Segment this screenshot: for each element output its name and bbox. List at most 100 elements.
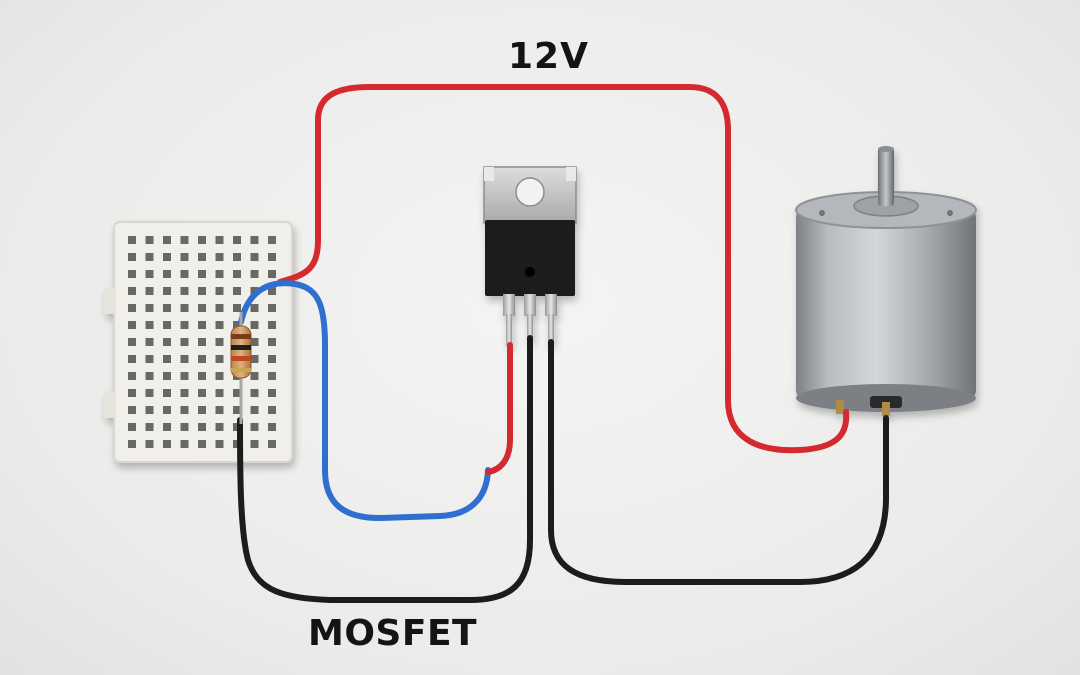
breadboard-hole [215, 304, 224, 312]
breadboard-hole [198, 423, 206, 431]
breadboard-hole [198, 253, 206, 261]
breadboard-hole [145, 338, 154, 346]
breadboard-hole [250, 355, 259, 363]
breadboard-hole [215, 236, 224, 244]
breadboard-hole [198, 321, 206, 329]
breadboard-hole [145, 287, 154, 295]
breadboard-hole [198, 270, 206, 278]
wire-signal-blue [238, 280, 491, 521]
breadboard-hole [180, 355, 189, 363]
breadboard-hole [128, 304, 136, 312]
breadboard-hole [268, 440, 276, 448]
breadboard-hole [163, 440, 171, 448]
breadboard-hole [233, 389, 241, 397]
breadboard-hole [163, 321, 171, 329]
breadboard-hole [128, 423, 136, 431]
breadboard-hole [163, 253, 171, 261]
breadboard-hole [180, 304, 189, 312]
breadboard-hole [163, 389, 171, 397]
breadboard-hole [180, 253, 189, 261]
breadboard-hole [268, 304, 276, 312]
breadboard-hole [268, 236, 276, 244]
breadboard-hole [250, 304, 259, 312]
breadboard-hole [268, 321, 276, 329]
breadboard-holes [128, 236, 276, 448]
resistor-icon [230, 312, 252, 424]
breadboard-hole [250, 389, 259, 397]
breadboard-hole [215, 321, 224, 329]
breadboard-hole [233, 287, 241, 295]
breadboard-hole [128, 355, 136, 363]
breadboard-hole [145, 423, 154, 431]
breadboard-hole [250, 423, 259, 431]
breadboard-hole [233, 270, 241, 278]
breadboard-hole [128, 321, 136, 329]
breadboard-hole [268, 338, 276, 346]
wire-ground-black [237, 335, 533, 603]
breadboard-icon [104, 221, 293, 463]
breadboard-hole [233, 423, 241, 431]
breadboard-hole [128, 236, 136, 244]
breadboard-hole [250, 338, 259, 346]
breadboard-hole [198, 389, 206, 397]
wire-12v-red [277, 84, 850, 454]
breadboard-hole [180, 236, 189, 244]
breadboard-hole [198, 372, 206, 380]
breadboard-hole [180, 338, 189, 346]
breadboard-hole [268, 389, 276, 397]
breadboard-hole [268, 270, 276, 278]
wire-gate-red [485, 342, 513, 475]
breadboard-hole [233, 304, 241, 312]
breadboard-hole [128, 372, 136, 380]
breadboard-hole [145, 389, 154, 397]
breadboard-hole [268, 355, 276, 363]
breadboard-hole [128, 253, 136, 261]
breadboard-hole [268, 372, 276, 380]
breadboard-hole [250, 372, 259, 380]
breadboard-hole [268, 287, 276, 295]
breadboard-hole [215, 406, 224, 414]
breadboard-hole [163, 372, 171, 380]
breadboard-hole [128, 270, 136, 278]
breadboard-hole [128, 287, 136, 295]
breadboard-hole [268, 253, 276, 261]
breadboard-hole [215, 287, 224, 295]
breadboard-hole [233, 253, 241, 261]
breadboard-hole [163, 236, 171, 244]
breadboard-hole [198, 406, 206, 414]
breadboard-hole [128, 338, 136, 346]
breadboard-hole [128, 406, 136, 414]
breadboard-hole [250, 236, 259, 244]
breadboard-hole [215, 372, 224, 380]
breadboard-hole [180, 287, 189, 295]
breadboard-hole [128, 440, 136, 448]
breadboard-hole [145, 355, 154, 363]
breadboard-hole [250, 406, 259, 414]
breadboard-hole [145, 440, 154, 448]
breadboard-hole [233, 440, 241, 448]
breadboard-hole [145, 253, 154, 261]
breadboard-hole [268, 423, 276, 431]
breadboard-hole [233, 321, 241, 329]
breadboard-hole [145, 321, 154, 329]
breadboard-hole [250, 253, 259, 261]
breadboard-hole [233, 236, 241, 244]
breadboard-hole [180, 389, 189, 397]
breadboard-hole [145, 270, 154, 278]
breadboard-hole [233, 406, 241, 414]
breadboard-hole [215, 338, 224, 346]
breadboard-hole [215, 423, 224, 431]
breadboard-hole [163, 423, 171, 431]
breadboard-hole [198, 287, 206, 295]
breadboard-hole [180, 406, 189, 414]
breadboard-hole [215, 253, 224, 261]
breadboard-hole [198, 355, 206, 363]
breadboard-hole [215, 355, 224, 363]
breadboard-hole [215, 389, 224, 397]
breadboard-hole [145, 304, 154, 312]
breadboard-hole [180, 440, 189, 448]
breadboard-hole [215, 270, 224, 278]
breadboard-hole [128, 389, 136, 397]
